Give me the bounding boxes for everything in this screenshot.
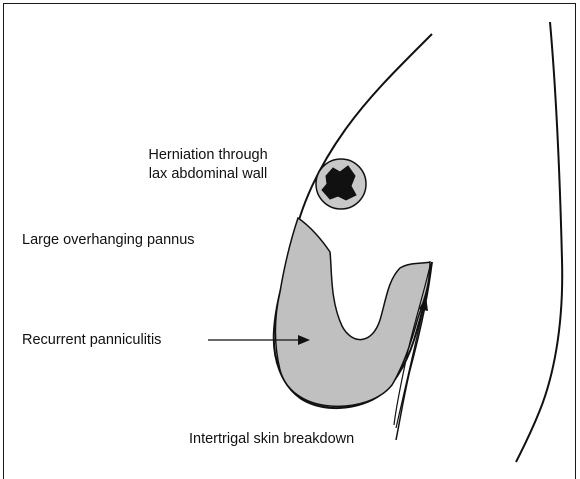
herniation-label: Herniation through lax abdominal wall bbox=[118, 146, 298, 184]
panniculitis-label: Recurrent panniculitis bbox=[22, 331, 161, 350]
intertrigal-label: Intertrigal skin breakdown bbox=[189, 430, 354, 449]
pannus-label: Large overhanging pannus bbox=[22, 231, 195, 250]
back-outline bbox=[516, 22, 562, 462]
herniation-label-line2: lax abdominal wall bbox=[118, 165, 298, 184]
pannus-shape bbox=[276, 218, 431, 406]
herniation-label-line1: Herniation through bbox=[118, 146, 298, 165]
